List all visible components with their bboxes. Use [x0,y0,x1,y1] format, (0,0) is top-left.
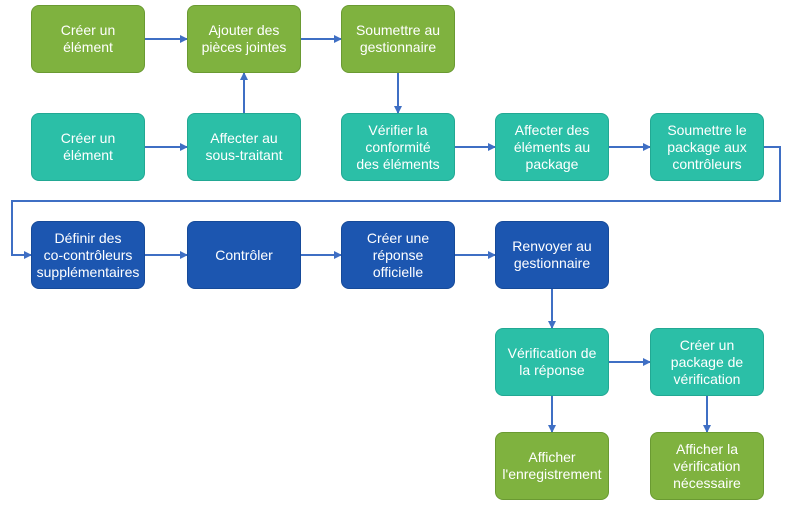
node-create-check-package: Créer un package de vérification [650,328,764,396]
node-create-official-response: Créer une réponse officielle [341,221,455,289]
node-submit-to-manager: Soumettre au gestionnaire [341,5,455,73]
arrow-n8-to-n9 [11,146,781,259]
node-show-record: Afficher l'enregistrement [495,432,609,500]
node-submit-package-reviewers: Soumettre le package aux contrôleurs [650,113,764,181]
node-return-to-manager: Renvoyer au gestionnaire [495,221,609,289]
node-review: Contrôler [187,221,301,289]
node-add-attachments: Ajouter des pièces jointes [187,5,301,73]
node-assign-subcontractor: Affecter au sous-traitant [187,113,301,181]
node-show-check-required: Afficher la vérification nécessaire [650,432,764,500]
node-create-item-1: Créer un élément [31,5,145,73]
node-verify-compliance: Vérifier la conformité des éléments [341,113,455,181]
node-assign-items-package: Affecter des éléments au package [495,113,609,181]
node-define-co-reviewers: Définir des co-contrôleurs supplémentair… [31,221,145,289]
node-response-check: Vérification de la réponse [495,328,609,396]
node-create-item-2: Créer un élément [31,113,145,181]
